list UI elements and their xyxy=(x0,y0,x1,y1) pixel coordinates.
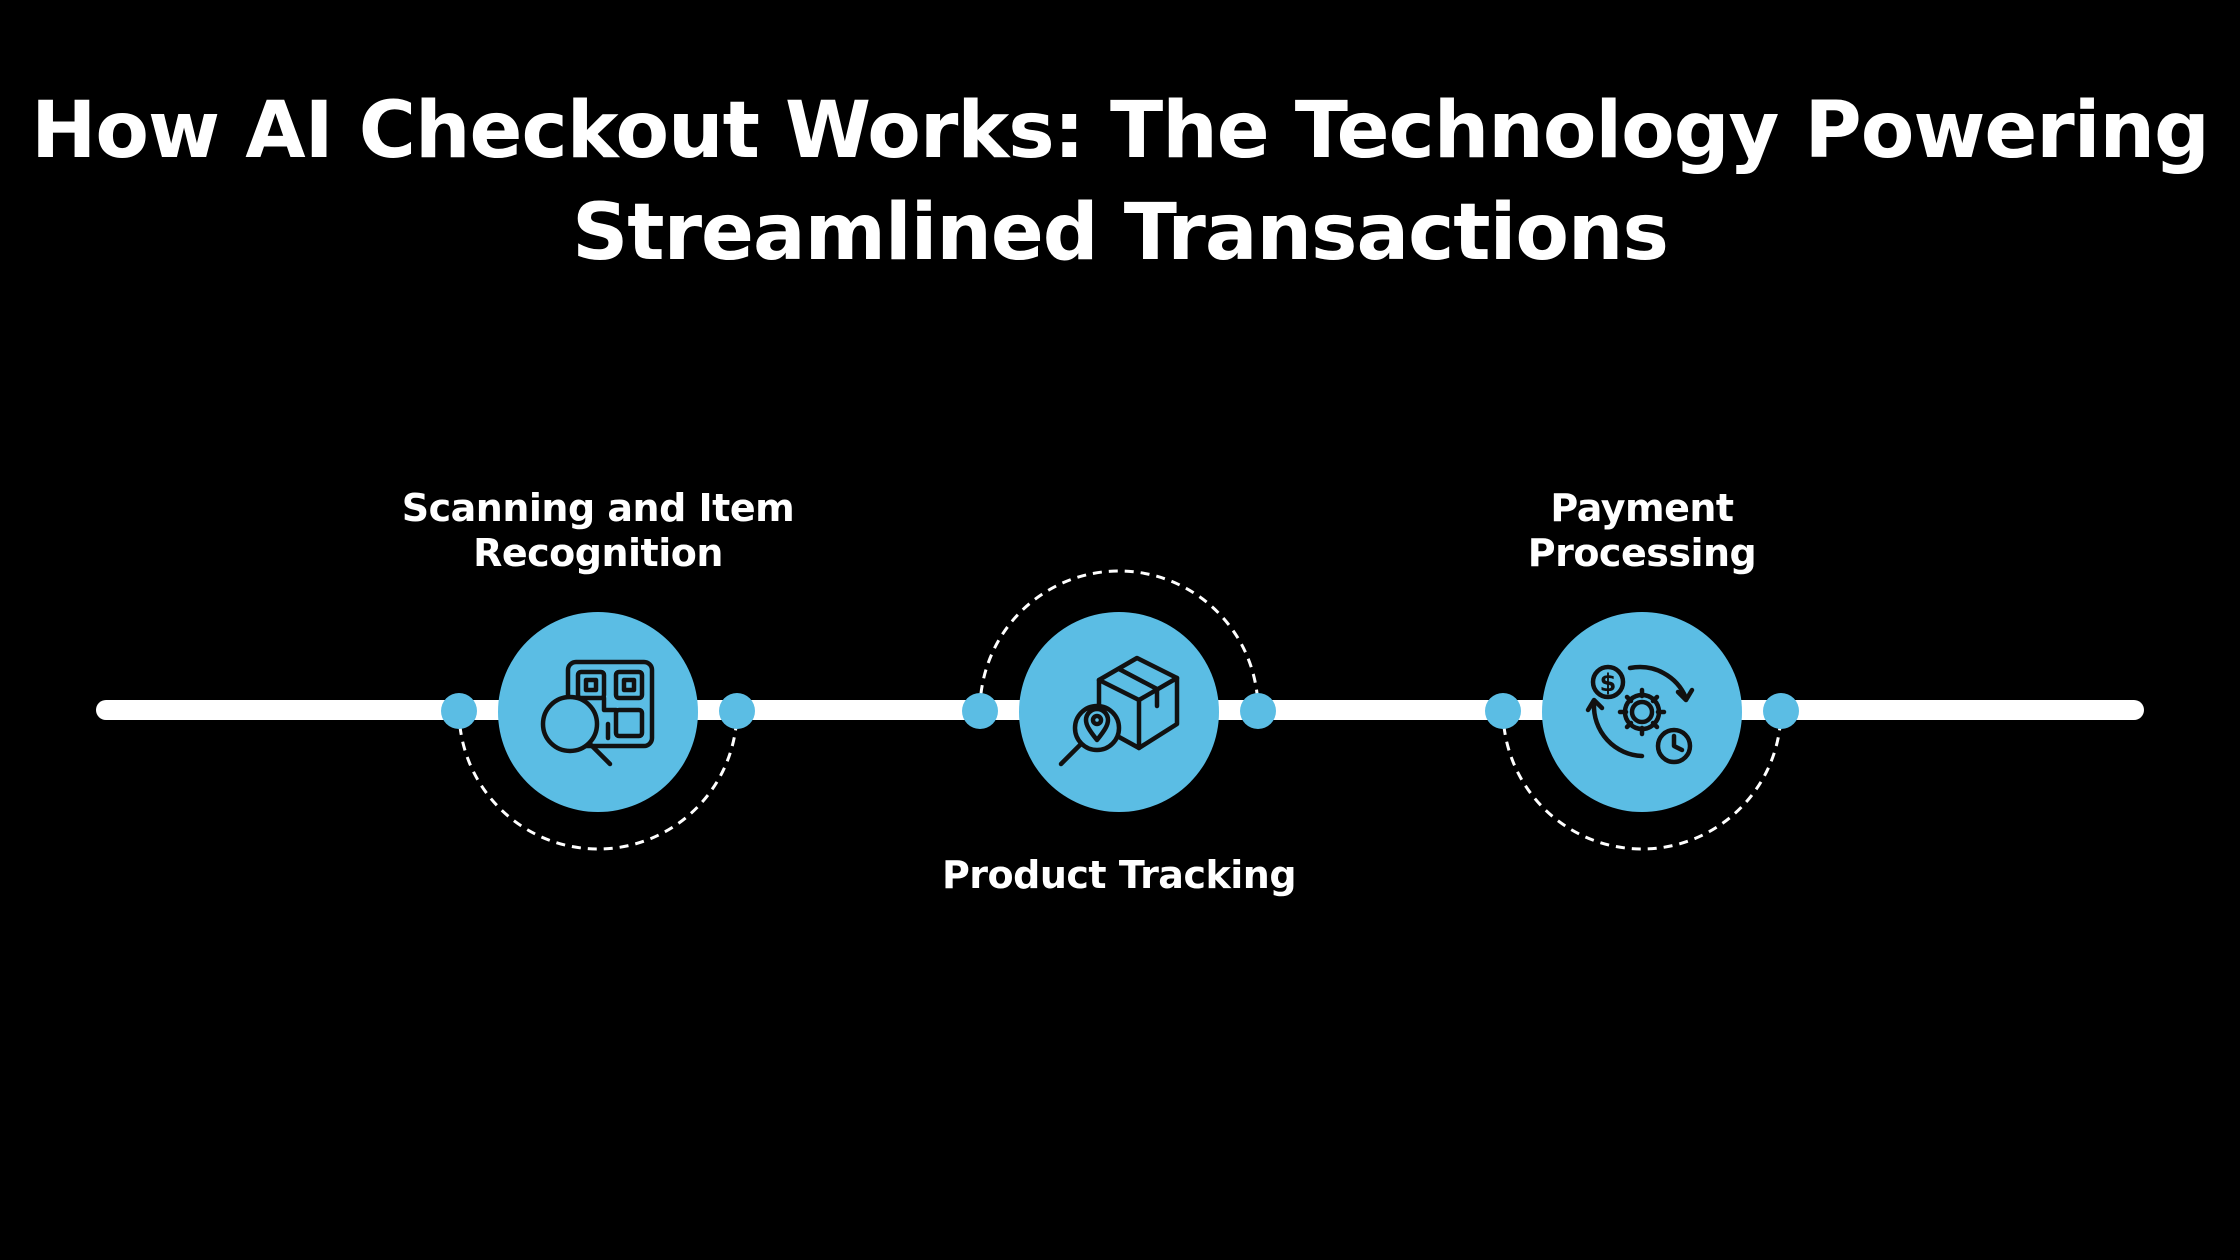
step-3-label-line-1: Payment xyxy=(1550,486,1734,530)
svg-text:$: $ xyxy=(1600,669,1617,697)
step-3-right-dot xyxy=(1763,693,1799,729)
step-1-right-dot xyxy=(719,693,755,729)
title-line-2: Streamlined Transactions xyxy=(572,188,1669,278)
step-1-circle xyxy=(498,612,698,812)
qr-code-search-icon xyxy=(540,659,655,767)
package-tracking-icon xyxy=(1058,655,1180,767)
step-3-left-dot xyxy=(1485,693,1521,729)
step-2-label: Product Tracking xyxy=(859,853,1379,898)
step-3-label-line-2: Processing xyxy=(1527,531,1757,575)
step-1-dashed-arc xyxy=(457,709,739,851)
step-1-left-dot xyxy=(441,693,477,729)
step-1-label: Scanning and Item Recognition xyxy=(338,486,858,576)
step-2-right-dot xyxy=(1240,693,1276,729)
step-2-label-line-1: Product Tracking xyxy=(941,853,1297,897)
step-2-circle xyxy=(1019,612,1219,812)
step-2-dashed-arc xyxy=(978,569,1260,711)
step-3-label: Payment Processing xyxy=(1382,486,1902,576)
title-line-1: How AI Checkout Works: The Technology Po… xyxy=(31,86,2210,176)
step-3-circle xyxy=(1542,612,1742,812)
step-1-label-line-2: Recognition xyxy=(473,531,723,575)
step-2-left-dot xyxy=(962,693,998,729)
step-1-label-line-1: Scanning and Item xyxy=(401,486,795,530)
payment-processing-icon: $ xyxy=(1585,664,1695,765)
page-title: How AI Checkout Works: The Technology Po… xyxy=(0,80,2240,284)
step-3-dashed-arc xyxy=(1501,709,1783,851)
